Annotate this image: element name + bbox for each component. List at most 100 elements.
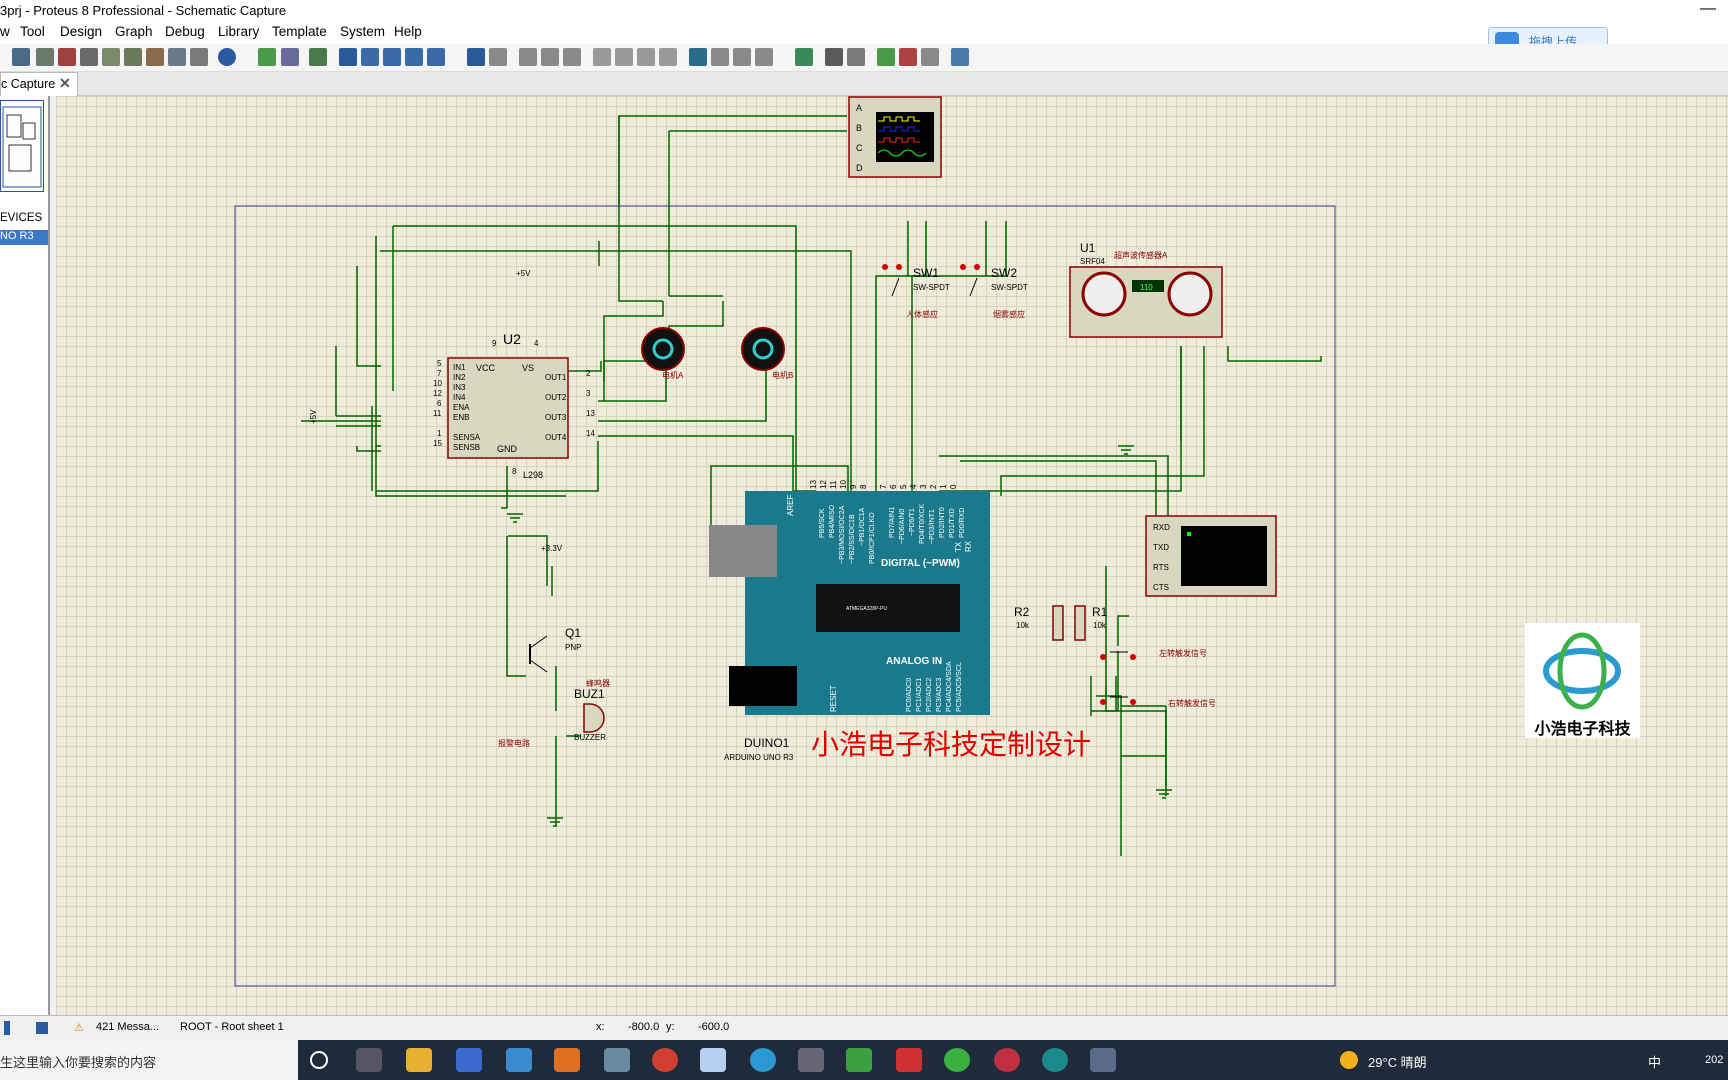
- mail-icon[interactable]: [506, 1048, 532, 1072]
- zoom-area-icon[interactable]: [427, 48, 445, 66]
- menu-debug[interactable]: Debug: [165, 24, 205, 39]
- search-box[interactable]: 生这里输入你要搜索的内容: [0, 1040, 298, 1080]
- help-icon[interactable]: [218, 48, 236, 66]
- cut-icon[interactable]: [519, 48, 537, 66]
- make-device-icon[interactable]: [711, 48, 729, 66]
- grid-icon[interactable]: [281, 48, 299, 66]
- calculator-icon[interactable]: [604, 1048, 630, 1072]
- sw1[interactable]: SW1 SW-SPDT 人体感应: [882, 264, 950, 319]
- decompose-icon[interactable]: [755, 48, 773, 66]
- search-icon[interactable]: [825, 48, 843, 66]
- search-app-icon[interactable]: [554, 1048, 580, 1072]
- paste-icon[interactable]: [563, 48, 581, 66]
- menu-graph[interactable]: Graph: [115, 24, 153, 39]
- settings-icon[interactable]: [798, 1048, 824, 1072]
- refresh-icon[interactable]: [258, 48, 276, 66]
- menu-tool[interactable]: Tool: [20, 24, 45, 39]
- app-icon[interactable]: [700, 1048, 726, 1072]
- push-button-right[interactable]: 右转触发信号: [1100, 696, 1216, 708]
- vsm-icon[interactable]: [168, 48, 186, 66]
- svg-text:~PD3/INT1: ~PD3/INT1: [929, 509, 936, 544]
- file-explorer-icon[interactable]: [406, 1048, 432, 1072]
- block-delete-icon[interactable]: [659, 48, 677, 66]
- push-button-left[interactable]: 左转触发信号: [1100, 648, 1207, 660]
- u2-l298[interactable]: U2 L298 VCC VS GND +5V +5V: [309, 269, 569, 480]
- remove-sheet-icon[interactable]: [899, 48, 917, 66]
- exit-parent-icon[interactable]: [921, 48, 939, 66]
- block-copy-icon[interactable]: [593, 48, 611, 66]
- 3d-icon[interactable]: [102, 48, 120, 66]
- tab-schematic-capture[interactable]: c Capture ✕: [0, 72, 78, 96]
- weather-text[interactable]: 29°C 晴朗: [1368, 1055, 1427, 1070]
- oscilloscope[interactable]: A B C D: [848, 96, 942, 178]
- zoom-out-icon[interactable]: [383, 48, 401, 66]
- menu-view[interactable]: w: [0, 24, 10, 39]
- zoom-in-icon[interactable]: [361, 48, 379, 66]
- weather-icon[interactable]: [1340, 1051, 1358, 1069]
- isis-icon[interactable]: [58, 48, 76, 66]
- pan-icon[interactable]: [339, 48, 357, 66]
- overview-preview[interactable]: [0, 100, 44, 192]
- pause-icon[interactable]: [4, 1021, 10, 1035]
- chrome-icon[interactable]: [652, 1048, 678, 1072]
- x-value: -800.0: [628, 1021, 660, 1033]
- origin-icon[interactable]: [309, 48, 327, 66]
- schematic-canvas[interactable]: U2 L298 VCC VS GND +5V +5V IN1 IN2 IN3 I…: [56, 96, 1728, 1015]
- menu-help[interactable]: Help: [394, 24, 422, 39]
- wechat-icon[interactable]: [944, 1048, 970, 1072]
- motor-a[interactable]: 电机A: [641, 327, 685, 380]
- transistor-q1[interactable]: Q1 PNP +3.3V: [529, 544, 581, 673]
- virtual-terminal[interactable]: RXD TXD RTS CTS: [1145, 515, 1277, 597]
- resistor-r2[interactable]: R2 10k: [1014, 605, 1064, 641]
- task-view-icon[interactable]: [356, 1048, 382, 1072]
- block-move-icon[interactable]: [615, 48, 633, 66]
- motor-b[interactable]: 电机B: [741, 327, 793, 380]
- messages-count[interactable]: 421 Messa...: [96, 1021, 159, 1033]
- arduino-uno[interactable]: ATMEGA328P-PU DIGITAL (~PWM) ANALOG IN A…: [709, 491, 990, 762]
- block-rotate-icon[interactable]: [637, 48, 655, 66]
- pick-device-icon[interactable]: [689, 48, 707, 66]
- sw2[interactable]: SW2 SW-SPDT 烟雾感应: [960, 264, 1028, 319]
- buzzer-buz1[interactable]: 蜂鸣器 BUZ1 BUZZER 报警电路: [498, 678, 610, 748]
- menu-system[interactable]: System: [340, 24, 386, 39]
- redo-icon[interactable]: [489, 48, 507, 66]
- svg-text:13: 13: [586, 409, 595, 418]
- pick-icon[interactable]: [36, 48, 54, 66]
- new-sheet-icon[interactable]: [877, 48, 895, 66]
- wire-autoroute-icon[interactable]: [795, 48, 813, 66]
- zoom-all-icon[interactable]: [405, 48, 423, 66]
- ime-indicator[interactable]: 中: [1648, 1055, 1662, 1070]
- gerber-icon[interactable]: [124, 48, 142, 66]
- close-icon[interactable]: ✕: [59, 75, 71, 91]
- copy-icon[interactable]: [541, 48, 559, 66]
- svg-text:DUINO1: DUINO1: [744, 736, 790, 750]
- netlist-icon[interactable]: [951, 48, 969, 66]
- stop-icon[interactable]: [36, 1022, 48, 1034]
- ares-icon[interactable]: [80, 48, 98, 66]
- menu-library[interactable]: Library: [218, 24, 260, 39]
- notes-icon[interactable]: [190, 48, 208, 66]
- menu-template[interactable]: Template: [272, 24, 327, 39]
- u1-srf04[interactable]: U1 SRF04 超声波传感器A 110: [1069, 241, 1223, 338]
- netease-icon[interactable]: [994, 1048, 1020, 1072]
- clock[interactable]: 202: [1705, 1054, 1724, 1066]
- proteus-icon[interactable]: [1090, 1048, 1116, 1072]
- resistor-r1[interactable]: R1 10k: [1074, 605, 1108, 641]
- bom-icon[interactable]: [146, 48, 164, 66]
- device-item-arduino[interactable]: NO R3: [0, 230, 48, 245]
- design-banner: 小浩电子科技定制设计: [811, 729, 1091, 760]
- svg-text:IN1: IN1: [453, 363, 466, 372]
- cortana-icon[interactable]: [310, 1051, 328, 1069]
- edge-icon[interactable]: [750, 1048, 776, 1072]
- menu-design[interactable]: Design: [60, 24, 103, 39]
- undo-icon[interactable]: [467, 48, 485, 66]
- packaging-icon[interactable]: [733, 48, 751, 66]
- minimize-button[interactable]: —: [1700, 0, 1716, 17]
- home-icon[interactable]: [12, 48, 30, 66]
- store-icon[interactable]: [456, 1048, 482, 1072]
- arduino-icon[interactable]: [1042, 1048, 1068, 1072]
- property-tool-icon[interactable]: [847, 48, 865, 66]
- pdf-icon[interactable]: [896, 1048, 922, 1072]
- spreadsheet-icon[interactable]: [846, 1048, 872, 1072]
- svg-text:13: 13: [809, 480, 818, 489]
